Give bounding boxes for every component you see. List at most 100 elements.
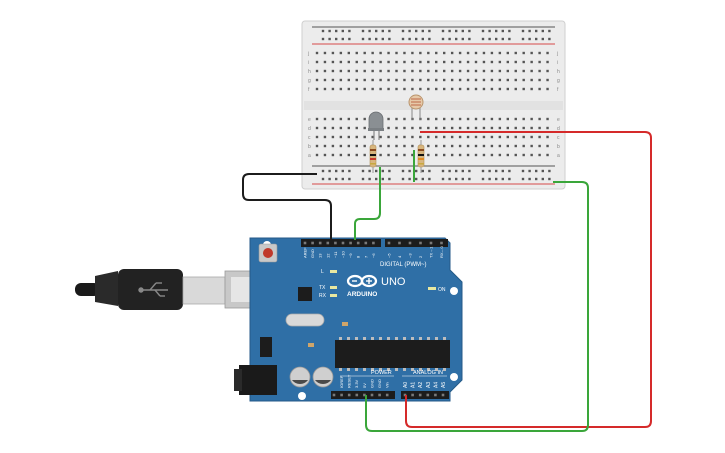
breadboard-hole[interactable] <box>530 60 533 64</box>
breadboard-hole[interactable] <box>347 69 350 73</box>
digital-pin-hole[interactable] <box>398 241 401 245</box>
breadboard-hole[interactable] <box>315 51 319 55</box>
rail-hole[interactable] <box>521 37 525 41</box>
breadboard-hole[interactable] <box>522 87 525 91</box>
rail-hole[interactable] <box>375 177 378 181</box>
wire-green-led[interactable] <box>354 167 381 240</box>
breadboard-hole[interactable] <box>339 144 343 148</box>
digital-pin-hole[interactable] <box>440 241 443 245</box>
rail-hole[interactable] <box>428 37 431 41</box>
rail-hole[interactable] <box>421 177 424 181</box>
resistor-1-icon[interactable] <box>369 140 377 173</box>
bottom-pin-holes[interactable] <box>332 393 445 397</box>
breadboard-hole[interactable] <box>395 135 398 139</box>
breadboard-hole[interactable] <box>315 60 319 64</box>
rail-hole[interactable] <box>535 169 538 173</box>
breadboard-hole[interactable] <box>546 144 549 148</box>
digital-pin-hole[interactable] <box>364 241 368 245</box>
rail-hole[interactable] <box>328 169 331 173</box>
breadboard-hole[interactable] <box>371 69 374 73</box>
rail-hole[interactable] <box>495 177 498 181</box>
breadboard-hole[interactable] <box>498 78 502 82</box>
breadboard-hole[interactable] <box>331 153 335 157</box>
breadboard-hole[interactable] <box>395 51 398 55</box>
breadboard-hole[interactable] <box>450 60 454 64</box>
breadboard-hole[interactable] <box>323 87 327 91</box>
breadboard-hole[interactable] <box>466 60 470 64</box>
breadboard-hole[interactable] <box>514 69 517 73</box>
breadboard-hole[interactable] <box>331 135 335 139</box>
rail-hole[interactable] <box>348 29 351 33</box>
breadboard-hole[interactable] <box>315 87 319 91</box>
breadboard-hole[interactable] <box>482 51 486 55</box>
breadboard-hole[interactable] <box>427 144 430 148</box>
rail-hole[interactable] <box>328 37 331 41</box>
breadboard-hole[interactable] <box>387 78 390 82</box>
rail-hole[interactable] <box>441 37 445 41</box>
rail-hole[interactable] <box>375 169 378 173</box>
rail-hole[interactable] <box>401 169 405 173</box>
breadboard-hole[interactable] <box>355 78 358 82</box>
breadboard-hole[interactable] <box>546 153 549 157</box>
breadboard-hole[interactable] <box>427 78 430 82</box>
breadboard-hole[interactable] <box>482 144 486 148</box>
digital-pin-hole[interactable] <box>334 241 337 245</box>
breadboard-hole[interactable] <box>435 135 438 139</box>
breadboard-hole[interactable] <box>323 153 327 157</box>
rail-hole[interactable] <box>448 177 451 181</box>
breadboard-hole[interactable] <box>419 87 422 91</box>
breadboard-hole[interactable] <box>490 51 494 55</box>
breadboard-hole[interactable] <box>315 78 319 82</box>
breadboard-hole[interactable] <box>427 60 430 64</box>
rail-hole[interactable] <box>488 177 491 181</box>
breadboard-hole[interactable] <box>522 153 525 157</box>
digital-pin-hole[interactable] <box>349 241 352 245</box>
breadboard-hole[interactable] <box>379 144 382 148</box>
rail-hole[interactable] <box>335 169 338 173</box>
breadboard-hole[interactable] <box>474 87 478 91</box>
rail-hole[interactable] <box>381 29 384 33</box>
breadboard-hole[interactable] <box>395 144 398 148</box>
breadboard-hole[interactable] <box>427 117 430 121</box>
breadboard-hole[interactable] <box>315 126 319 130</box>
breadboard-hole[interactable] <box>339 60 343 64</box>
breadboard-hole[interactable] <box>387 153 390 157</box>
rail-hole[interactable] <box>348 177 351 181</box>
breadboard-hole[interactable] <box>363 126 366 130</box>
breadboard-hole[interactable] <box>395 60 398 64</box>
breadboard-hole[interactable] <box>315 117 319 121</box>
rail-hole[interactable] <box>488 37 491 41</box>
rail-hole[interactable] <box>388 169 391 173</box>
rail-hole[interactable] <box>335 37 338 41</box>
breadboard-hole[interactable] <box>403 60 406 64</box>
led-icon[interactable] <box>368 111 384 140</box>
breadboard-hole[interactable] <box>363 69 366 73</box>
breadboard-hole[interactable] <box>395 69 398 73</box>
breadboard-hole[interactable] <box>458 153 462 157</box>
rail-hole[interactable] <box>541 169 544 173</box>
breadboard-hole[interactable] <box>443 144 446 148</box>
breadboard-hole[interactable] <box>395 78 398 82</box>
breadboard-hole[interactable] <box>450 51 454 55</box>
breadboard-hole[interactable] <box>315 135 319 139</box>
breadboard-hole[interactable] <box>347 153 350 157</box>
breadboard-hole[interactable] <box>355 144 358 148</box>
rail-hole[interactable] <box>495 37 498 41</box>
breadboard-hole[interactable] <box>379 153 382 157</box>
breadboard-hole[interactable] <box>443 117 446 121</box>
breadboard-hole[interactable] <box>323 51 327 55</box>
breadboard-hole[interactable] <box>506 126 509 130</box>
breadboard-hole[interactable] <box>522 51 525 55</box>
rail-hole[interactable] <box>521 29 525 33</box>
breadboard-hole[interactable] <box>419 126 422 130</box>
breadboard-hole[interactable] <box>339 87 343 91</box>
breadboard-hole[interactable] <box>347 117 350 121</box>
breadboard-hole[interactable] <box>506 144 509 148</box>
rail-hole[interactable] <box>428 29 431 33</box>
breadboard-hole[interactable] <box>490 69 494 73</box>
breadboard-hole[interactable] <box>490 60 494 64</box>
rail-hole[interactable] <box>388 37 391 41</box>
breadboard-hole[interactable] <box>514 126 517 130</box>
breadboard-hole[interactable] <box>395 87 398 91</box>
breadboard-hole[interactable] <box>355 126 358 130</box>
